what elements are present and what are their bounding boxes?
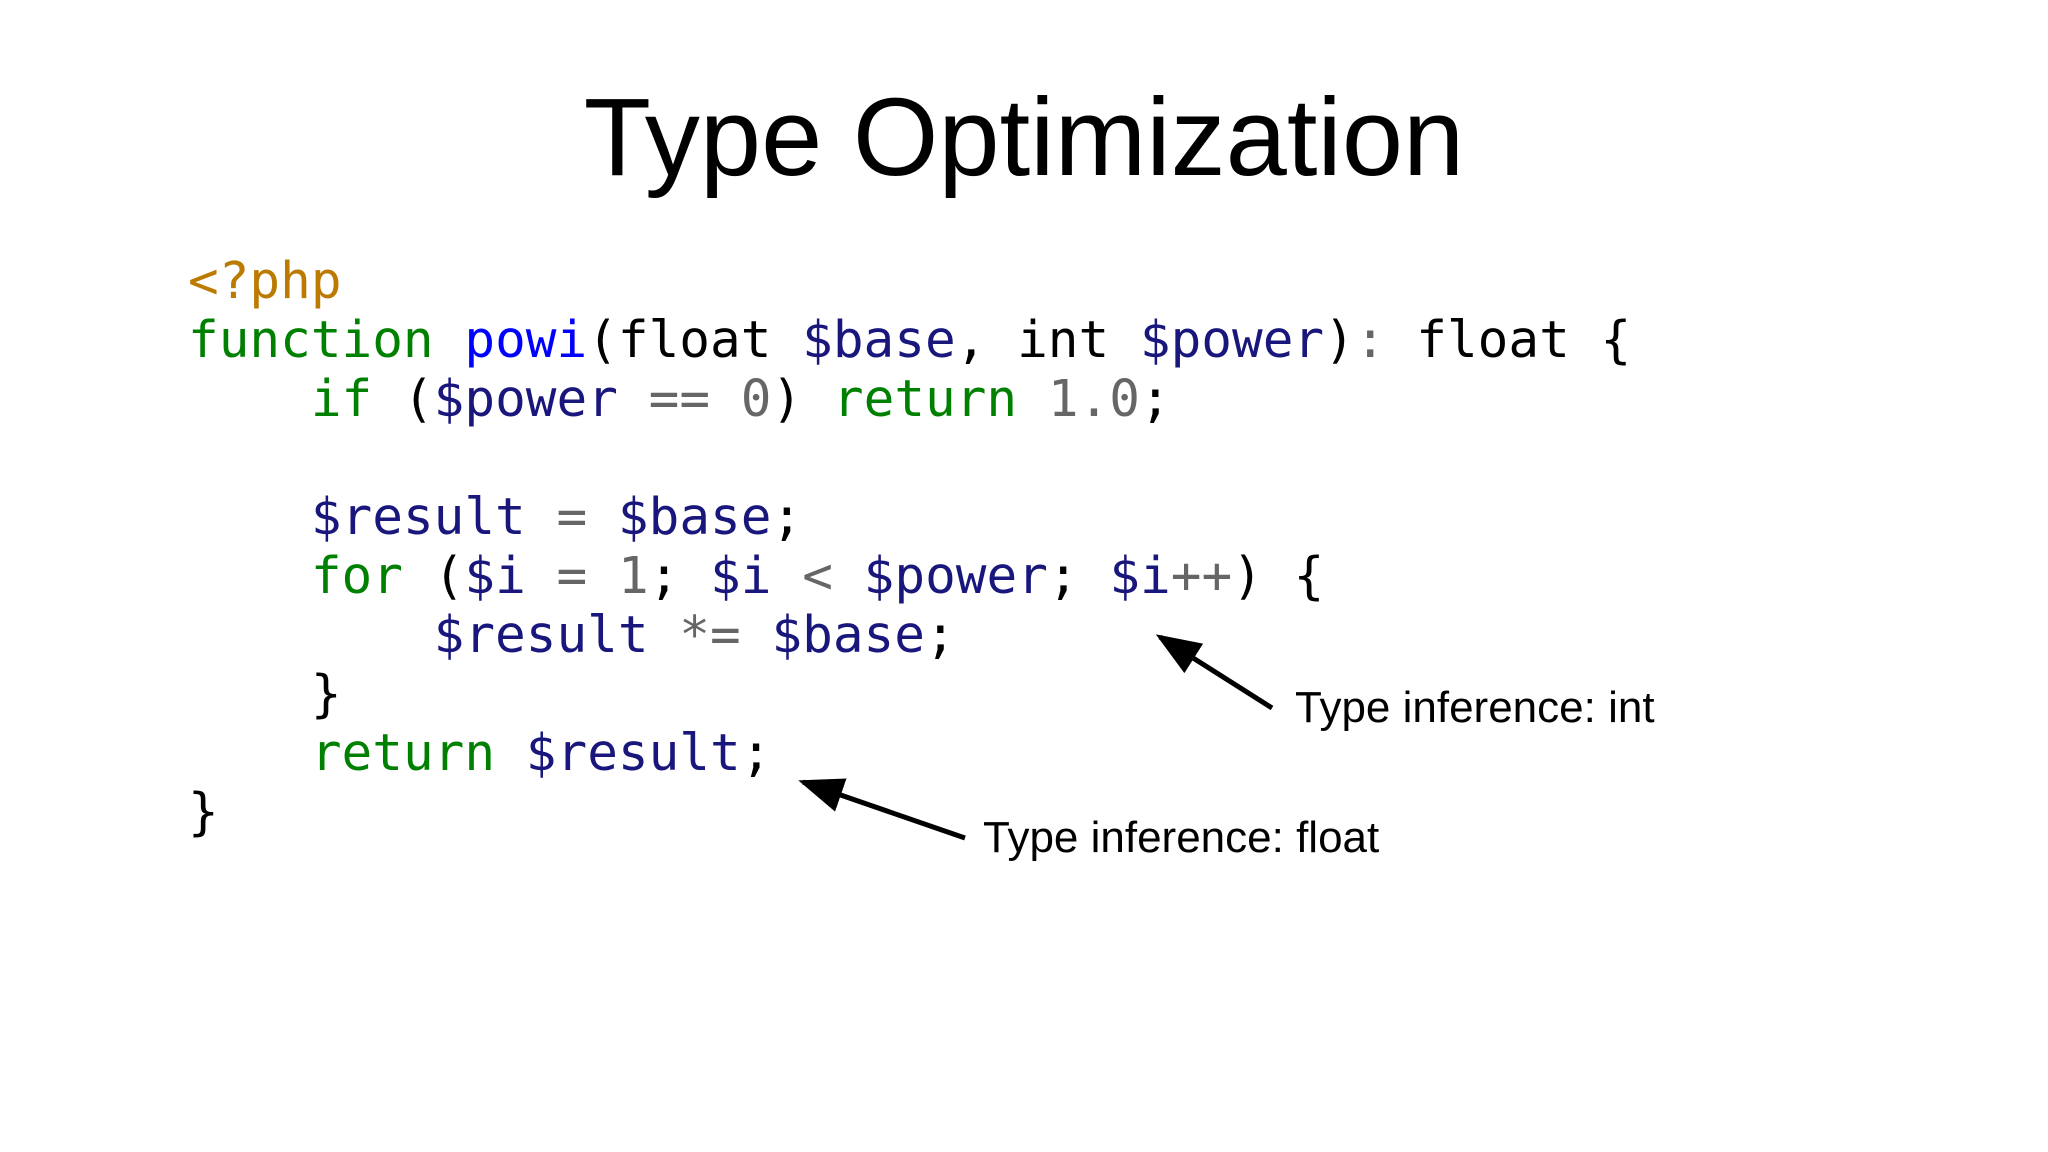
- code-token: [495, 724, 526, 783]
- code-token: 0: [740, 370, 772, 429]
- code-token: $base: [771, 606, 925, 665]
- code-line: }: [188, 783, 1631, 842]
- code-token: [188, 606, 434, 665]
- code-token: if: [310, 370, 373, 429]
- code-token: [587, 547, 618, 606]
- code-token: ): [771, 370, 833, 429]
- code-token: $base: [802, 311, 956, 370]
- code-line: [188, 429, 1631, 488]
- code-token: function: [188, 311, 434, 370]
- code-token: $i: [1109, 547, 1171, 606]
- code-token: $power: [433, 370, 618, 429]
- code-line: if ($power == 0) return 1.0;: [188, 370, 1631, 429]
- code-token: [188, 724, 311, 783]
- code-line: $result *= $base;: [188, 606, 1631, 665]
- code-token: [772, 547, 803, 606]
- code-token: 1.0: [1047, 370, 1140, 429]
- code-token: [188, 370, 311, 429]
- code-token: $power: [1139, 311, 1325, 370]
- code-line: $result = $base;: [188, 488, 1631, 547]
- code-token: (: [402, 547, 465, 606]
- code-token: , int: [955, 311, 1140, 370]
- code-token: return: [310, 724, 496, 783]
- code-token: ;: [1047, 547, 1110, 606]
- code-token: [710, 370, 741, 429]
- code-token: ;: [771, 488, 803, 547]
- code-line: return $result;: [188, 724, 1631, 783]
- code-token: ;: [740, 724, 772, 783]
- code-token: =: [556, 547, 588, 606]
- code-token: <?php: [188, 252, 342, 311]
- code-token: $base: [617, 488, 772, 547]
- code-token: [587, 488, 618, 547]
- code-token: [188, 488, 311, 547]
- code-token: }: [188, 665, 342, 724]
- code-line: <?php: [188, 252, 1631, 311]
- code-token: ;: [1139, 370, 1171, 429]
- code-token: 1: [617, 547, 649, 606]
- code-token: [618, 370, 649, 429]
- code-token: ;: [924, 606, 956, 665]
- code-line: for ($i = 1; $i < $power; $i++) {: [188, 547, 1631, 606]
- code-token: $result: [433, 606, 649, 665]
- code-token: }: [188, 783, 219, 842]
- annotation-float-label: Type inference: float: [983, 813, 1380, 862]
- code-token: ++: [1170, 547, 1233, 606]
- code-token: for: [310, 547, 403, 606]
- slide-title: Type Optimization: [583, 76, 1465, 199]
- code-token: *=: [679, 606, 741, 665]
- code-token: [649, 606, 680, 665]
- code-token: <: [802, 547, 833, 606]
- code-token: $result: [525, 724, 741, 783]
- code-token: $i: [710, 547, 772, 606]
- code-token: ;: [648, 547, 711, 606]
- code-token: ==: [648, 370, 711, 429]
- code-token: =: [556, 488, 588, 547]
- code-token: ): [1324, 311, 1355, 370]
- code-token: ) {: [1232, 547, 1325, 606]
- code-token: (: [372, 370, 434, 429]
- code-token: [526, 547, 557, 606]
- code-token: [188, 547, 311, 606]
- code-line: }: [188, 665, 1631, 724]
- code-token: $i: [464, 547, 526, 606]
- code-token: [833, 547, 864, 606]
- code-token: return: [832, 370, 1018, 429]
- code-token: (float: [587, 311, 803, 370]
- code-token: float {: [1385, 311, 1632, 370]
- code-token: [526, 488, 557, 547]
- code-token: [434, 311, 465, 370]
- code-token: $power: [863, 547, 1048, 606]
- code-token: :: [1354, 311, 1386, 370]
- code-token: $result: [310, 488, 526, 547]
- code-line: function powi(float $base, int $power): …: [188, 311, 1631, 370]
- code-token: powi: [464, 311, 588, 370]
- code-token: [741, 606, 772, 665]
- code-token: [1017, 370, 1048, 429]
- annotation-int-label: Type inference: int: [1295, 683, 1655, 732]
